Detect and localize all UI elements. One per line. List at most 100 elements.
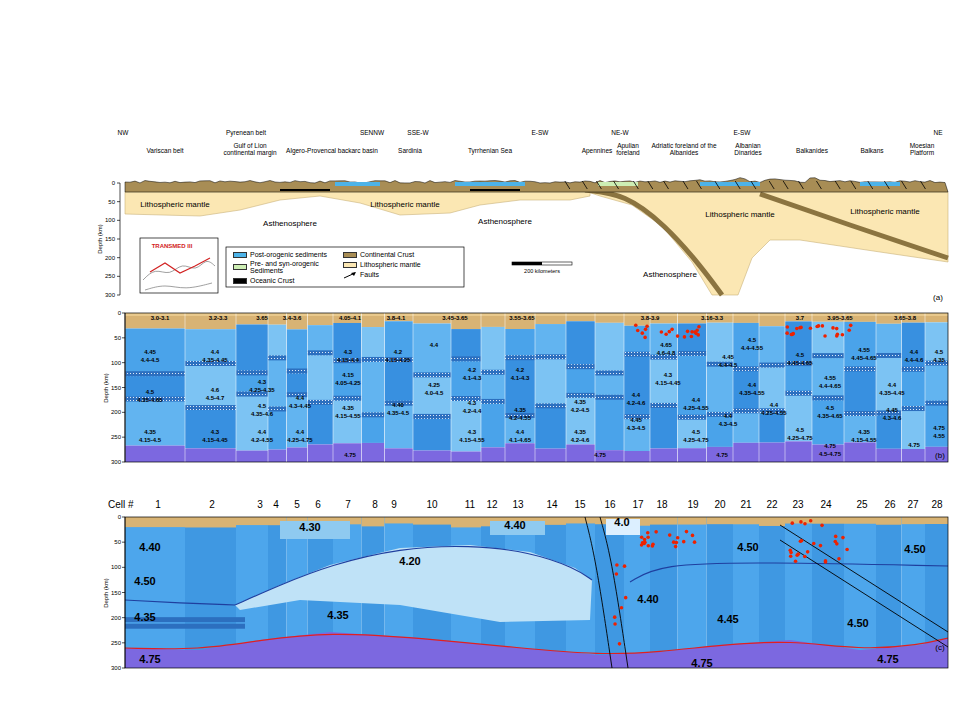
label: 3.2-3.3 bbox=[209, 315, 228, 321]
label: 4.55 bbox=[933, 433, 945, 439]
label: 4.25-4.35 bbox=[249, 387, 274, 393]
velocity-layer bbox=[595, 397, 624, 450]
earthquake bbox=[691, 534, 695, 538]
label: 4.35 bbox=[574, 399, 586, 405]
cell-boundary bbox=[650, 313, 651, 462]
fault bbox=[683, 181, 688, 189]
crust-top bbox=[925, 517, 948, 524]
region-label: Lithospheric mantle bbox=[140, 201, 209, 210]
stippled-band bbox=[595, 371, 624, 376]
velocity-layer bbox=[733, 316, 759, 323]
crust-top bbox=[844, 517, 876, 524]
velocity-layer bbox=[185, 408, 236, 449]
velocity-layer bbox=[624, 451, 650, 462]
earthquake bbox=[786, 325, 790, 329]
label: 3.8-3.9 bbox=[641, 315, 660, 321]
stippled-band-dots bbox=[308, 400, 334, 405]
label: 4.25-4.75 bbox=[287, 437, 312, 443]
label: 4.4 bbox=[910, 349, 918, 355]
velocity-layer bbox=[535, 316, 566, 324]
label: 50 bbox=[108, 199, 115, 205]
earthquake bbox=[819, 544, 823, 548]
lab-curve bbox=[235, 546, 592, 605]
label: 4.15-4.55 bbox=[335, 413, 360, 419]
earthquake bbox=[803, 522, 807, 526]
earthquake bbox=[620, 606, 624, 610]
stippled-band-dots bbox=[362, 357, 385, 362]
stippled-band-dots bbox=[678, 351, 707, 356]
earthquake bbox=[833, 540, 837, 544]
label: 4.40 bbox=[637, 594, 658, 606]
label: 4.3 bbox=[664, 372, 672, 378]
label: 200 kilometers bbox=[524, 269, 560, 275]
stippled-band bbox=[535, 403, 566, 408]
earthquake bbox=[636, 329, 640, 333]
label: Balkans bbox=[860, 148, 883, 155]
fault-symbol bbox=[343, 271, 357, 279]
stippled-band bbox=[362, 412, 385, 417]
label: 4.25-4.55 bbox=[761, 410, 786, 416]
velocity-layer bbox=[481, 313, 505, 316]
velocity-layer bbox=[902, 369, 926, 408]
label: 3 bbox=[257, 500, 263, 511]
velocity-layer bbox=[268, 450, 287, 462]
cell-boundary bbox=[333, 313, 334, 462]
axis-tick bbox=[122, 362, 125, 363]
stippled-band-dots bbox=[287, 368, 308, 373]
earthquake bbox=[654, 530, 658, 534]
velocity-layer bbox=[902, 409, 926, 449]
label: 4.75 bbox=[933, 425, 945, 431]
panel-b bbox=[122, 313, 948, 462]
label: TRANSMED III bbox=[152, 243, 193, 249]
stippled-band bbox=[925, 401, 948, 406]
earthquake bbox=[686, 330, 690, 334]
stippled-band-dots bbox=[413, 414, 451, 419]
fault bbox=[735, 181, 740, 189]
earthquake bbox=[676, 334, 680, 338]
label: 4.2-4.6 bbox=[571, 437, 590, 443]
layer-region: Lithospheric mantle bbox=[705, 211, 774, 220]
label: 4.15-4.5 bbox=[139, 437, 161, 443]
earthquake bbox=[682, 540, 686, 544]
label: 4.75 bbox=[594, 452, 606, 458]
velocity-layer bbox=[236, 451, 268, 462]
stippled-band bbox=[535, 354, 566, 359]
label: 20 bbox=[714, 500, 725, 511]
cell-boundary bbox=[759, 313, 760, 462]
stippled-band-dots bbox=[481, 399, 505, 404]
axis-tick bbox=[122, 412, 125, 413]
velocity-layer bbox=[707, 414, 734, 447]
earthquake bbox=[836, 332, 840, 336]
label: 4.2-4.5 bbox=[571, 407, 590, 413]
label: 200 bbox=[111, 615, 121, 621]
velocity-layer bbox=[308, 316, 334, 325]
velocity-layer bbox=[333, 398, 362, 443]
velocity-layer bbox=[566, 367, 595, 396]
stippled-band bbox=[333, 396, 362, 401]
scale-bar-fill bbox=[512, 262, 542, 265]
sediment-patch bbox=[335, 182, 380, 186]
earthquake bbox=[643, 336, 647, 340]
label: 5 bbox=[294, 500, 300, 511]
earthquake bbox=[790, 333, 794, 337]
inset-coast bbox=[145, 283, 212, 290]
stippled-band bbox=[844, 366, 876, 371]
label: 4.4-4.5 bbox=[719, 362, 738, 368]
velocity-layer bbox=[902, 323, 926, 370]
velocity-layer bbox=[566, 444, 595, 462]
label: 4.0-4.5 bbox=[425, 390, 444, 396]
earthquake bbox=[789, 551, 793, 555]
velocity-layer bbox=[451, 399, 481, 452]
region-label: Asthenosphere bbox=[643, 271, 697, 280]
label: 2 bbox=[209, 500, 215, 511]
legend-text: Post-orogenic sediments bbox=[250, 251, 335, 258]
velocity-layer bbox=[308, 444, 334, 462]
velocity-layer bbox=[333, 323, 362, 361]
stippled-band bbox=[678, 415, 707, 420]
label: 4 bbox=[273, 500, 279, 511]
velocity-layer bbox=[268, 358, 287, 409]
velocity-layer bbox=[678, 323, 707, 353]
label: 23 bbox=[792, 500, 803, 511]
velocity-cell bbox=[678, 517, 707, 668]
label: 50 bbox=[114, 335, 121, 341]
